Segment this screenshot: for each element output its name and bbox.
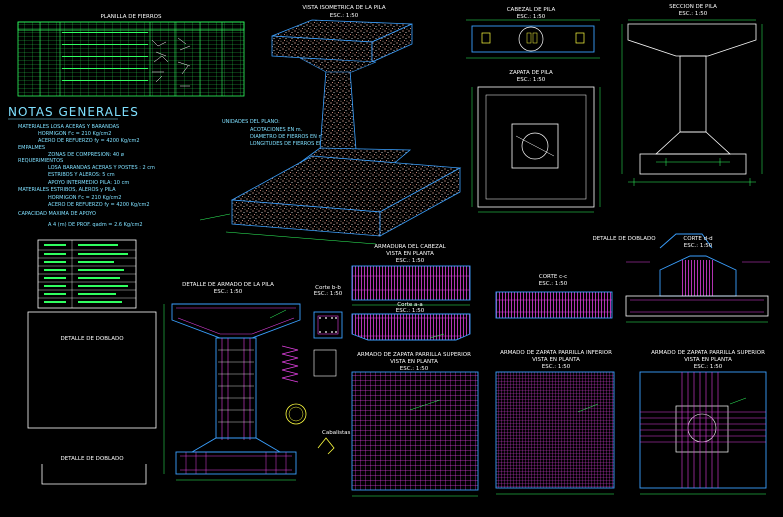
legend-box <box>37 239 137 309</box>
notes-line-5: REQUERIMIENTOS <box>18 158 63 164</box>
units-line-0: ACOTACIONES EN m. <box>250 127 303 133</box>
notes-line-11: ACERO DE REFUERZO fy = 4200 Kg/cm2 <box>48 202 150 208</box>
armadura-subtitle: VISTA EN PLANTA <box>386 251 434 257</box>
isometric-scale: ESC.: 1:50 <box>330 13 359 19</box>
pier-section-view: SECCION DE PILA ESC.: 1:50 <box>621 4 763 186</box>
rebar-schedule-table: PLANILLA DE FIERROS <box>17 14 245 97</box>
bending-detail-left: DETALLE DE DOBLADO <box>27 311 157 429</box>
corte-dd-scale: ESC.: 1:50 <box>684 243 713 249</box>
notes-line-12: CAPACIDAD MAXIMA DE APOYO <box>18 211 96 217</box>
leader-lines <box>199 213 747 413</box>
section-a-a: Corte a-a ESC.: 1:50 <box>351 302 471 341</box>
seccion-scale: ESC.: 1:50 <box>679 11 708 17</box>
section-c-c: CORTE c-c ESC.: 1:50 <box>495 274 613 319</box>
footing-plan-view: ZAPATA DE PILA ESC.: 1:50 <box>471 70 601 213</box>
zapata-sup2-scale: ESC.: 1:50 <box>694 364 723 370</box>
section-d-d: CORTE d-d ESC.: 1:50 <box>625 236 770 323</box>
zapata-sup-title: ARMADO DE ZAPATA PARRILLA SUPERIOR <box>357 352 471 358</box>
zapata-inf-scale: ESC.: 1:50 <box>542 364 571 370</box>
armado-pila-scale: ESC.: 1:50 <box>214 289 243 295</box>
doblado-top-title: DETALLE DE DOBLADO <box>592 236 656 242</box>
units-line-2: LONGITUDES DE FIERROS EN cm <box>250 141 332 147</box>
bending-detail-bottom: DETALLE DE DOBLADO <box>41 456 147 485</box>
cap-reinforcement-plan: ARMADURA DEL CABEZAL VISTA EN PLANTA ESC… <box>351 244 471 306</box>
chair-bars-detail: Cabalistas <box>317 430 351 455</box>
general-notes: NOTAS GENERALES MATERIALES LOSA ACERAS Y… <box>8 105 155 228</box>
doblado-bottom-title: DETALLE DE DOBLADO <box>60 456 124 462</box>
bending-detail-top: DETALLE DE DOBLADO <box>592 233 713 249</box>
section-b-b: Corte b-b ESC.: 1:50 <box>313 285 343 339</box>
zapata-inf-subtitle: VISTA EN PLANTA <box>532 357 580 363</box>
cap-plan-view: CABEZAL DE PILA ESC.: 1:50 <box>466 7 600 59</box>
armado-pila-title: DETALLE DE ARMADO DE LA PILA <box>182 282 274 288</box>
armadura-title: ARMADURA DEL CABEZAL <box>374 244 446 250</box>
pier-reinforcement-detail: DETALLE DE ARMADO DE LA PILA ESC.: 1:50 <box>163 282 301 481</box>
corte-aa-title: Corte a-a <box>397 302 422 308</box>
corte-aa-scale: ESC.: 1:50 <box>396 308 425 314</box>
isometric-title: VISTA ISOMETRICA DE LA PILA <box>302 5 385 11</box>
cabalista-title: Cabalistas <box>322 430 351 436</box>
notes-line-2: ACERO DE REFUERZO fy = 4200 Kg/cm2 <box>38 138 140 144</box>
notes-title: NOTAS GENERALES <box>8 105 139 119</box>
cabezal-scale: ESC.: 1:50 <box>517 14 546 20</box>
seccion-title: SECCION DE PILA <box>669 4 717 10</box>
units-title: UNIDADES DEL PLANO: <box>222 119 280 125</box>
isometric-view: VISTA ISOMETRICA DE LA PILA ESC.: 1:50 <box>225 5 462 245</box>
zapata-title: ZAPATA DE PILA <box>509 70 553 76</box>
notes-line-6: LOSA BARANDAS ACERAS Y POSTES : 2 cm <box>48 165 155 171</box>
notes-line-9: MATERIALES ESTRIBOS, ALEROS y PILA <box>18 187 116 193</box>
units-line-1: DIAMETRO DE FIERROS EN mm <box>250 134 328 140</box>
notes-line-10: HORMIGON f'c = 210 Kg/cm2 <box>48 195 121 201</box>
spiral-detail <box>281 345 337 425</box>
zapata-sup-scale: ESC.: 1:50 <box>400 366 429 372</box>
zapata-inf-title: ARMADO DE ZAPATA PARRILLA INFERIOR <box>500 350 612 356</box>
notes-line-4: ZONAS DE COMPRESION: 40 ø <box>48 152 124 158</box>
zapata-scale: ESC.: 1:50 <box>517 77 546 83</box>
drawing-units: UNIDADES DEL PLANO: ACOTACIONES EN m. DI… <box>222 119 332 147</box>
notes-line-7: ESTRIBOS Y ALEROS: 5 cm <box>48 172 115 178</box>
notes-line-1: HORMIGON f'c = 210 Kg/cm2 <box>38 131 111 137</box>
notes-line-3: EMPALMES <box>18 145 45 151</box>
zapata-sup2-subtitle: VISTA EN PLANTA <box>684 357 732 363</box>
notes-line-8: APOYO INTERMEDIO PILA: 10 cm <box>48 180 129 186</box>
doblado-left-title: DETALLE DE DOBLADO <box>60 336 124 342</box>
footing-top-mesh-plan: ARMADO DE ZAPATA PARRILLA SUPERIOR VISTA… <box>351 352 479 497</box>
zapata-sup-subtitle: VISTA EN PLANTA <box>390 359 438 365</box>
corte-bb-title: Corte b-b <box>315 285 341 291</box>
footing-bottom-mesh-plan: ARMADO DE ZAPATA PARRILLA INFERIOR VISTA… <box>495 350 615 495</box>
notes-line-0: MATERIALES LOSA ACERAS Y BARANDAS <box>18 124 119 130</box>
corte-cc-scale: ESC.: 1:50 <box>539 281 568 287</box>
armadura-scale: ESC.: 1:50 <box>396 258 425 264</box>
footing-top-mesh-plan-2: ARMADO DE ZAPATA PARRILLA SUPERIOR VISTA… <box>639 350 767 495</box>
cabezal-title: CABEZAL DE PILA <box>507 7 556 13</box>
corte-dd-title: CORTE d-d <box>683 236 712 242</box>
corte-cc-title: CORTE c-c <box>539 274 567 280</box>
zapata-sup2-title: ARMADO DE ZAPATA PARRILLA SUPERIOR <box>651 350 765 356</box>
notes-line-13: A 4 (m) DE PROF. qadm = 2.6 Kg/cm2 <box>48 222 143 228</box>
corte-bb-scale: ESC.: 1:50 <box>314 291 343 297</box>
table-title: PLANILLA DE FIERROS <box>101 14 162 20</box>
